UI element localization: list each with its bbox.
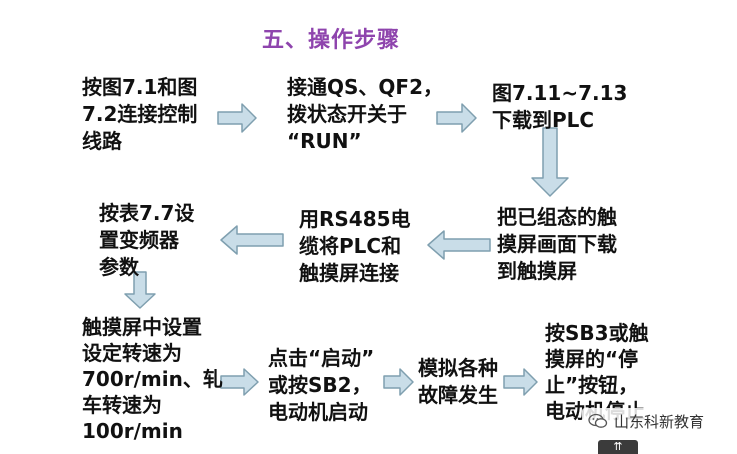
scroll-top-button[interactable]: ⇈ xyxy=(598,440,638,454)
arrow-down-2 xyxy=(124,271,156,309)
step-rs485-connect: 用RS485电 缆将PLC和 触摸屏连接 xyxy=(299,207,411,285)
step-switch-run: 接通QS、QF2， 拨状态开关于 “RUN” xyxy=(287,75,443,153)
step-set-speed: 触摸屏中设置 设定转速为 700r/min、轧 车转速为 100r/min xyxy=(82,315,223,443)
arrow-right-1 xyxy=(217,103,257,133)
up-arrow-icon: ⇈ xyxy=(613,440,623,453)
arrow-down-1 xyxy=(531,127,569,197)
wechat-watermark: 山东科新教育 xyxy=(582,408,711,434)
arrow-right-4 xyxy=(383,368,414,396)
arrow-left-1 xyxy=(427,230,491,260)
watermark-text: 山东科新教育 xyxy=(614,412,705,431)
step-set-inverter: 按表7.7设 置变频器 参数 xyxy=(99,201,195,279)
wechat-icon xyxy=(588,413,608,428)
step-stop-motor: 按SB3或触 摸屏的“停 止”按钮， 电动机停止 xyxy=(545,321,649,423)
arrow-right-3 xyxy=(220,368,259,396)
step-simulate-fault: 模拟各种 故障发生 xyxy=(418,356,498,407)
arrow-right-5 xyxy=(503,368,538,396)
step-download-plc: 图7.11~7.13 下载到PLC xyxy=(492,81,628,132)
step-download-touchscreen: 把已组态的触 摸屏画面下载 到触摸屏 xyxy=(497,205,617,283)
arrow-left-2 xyxy=(220,225,284,255)
arrow-right-2 xyxy=(436,103,477,133)
step-start-motor: 点击“启动” 或按SB2， 电动机启动 xyxy=(268,346,375,424)
page-title: 五、操作步骤 xyxy=(262,28,401,53)
step-connect-wiring: 按图7.1和图 7.2连接控制 线路 xyxy=(82,75,198,153)
